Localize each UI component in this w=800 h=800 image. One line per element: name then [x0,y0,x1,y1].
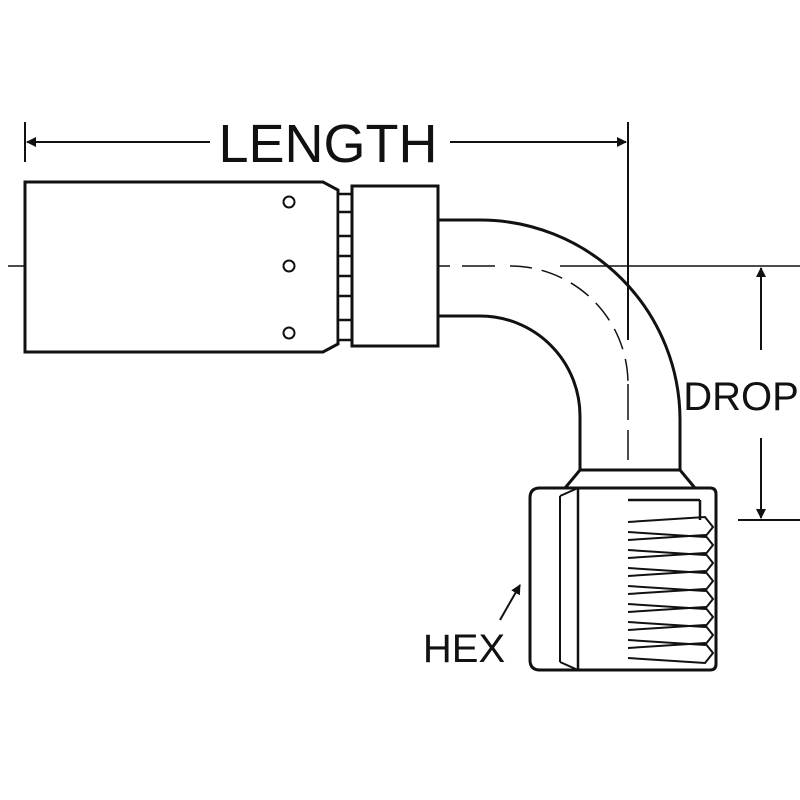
elbow-tube [438,218,682,470]
collar [350,184,440,348]
crimp-hole-bottom [282,326,296,340]
crimp-hole-top [282,195,296,209]
nut-flange [561,468,699,490]
nut-threads [627,515,715,665]
ferrule [23,180,340,354]
ribbed-neck [336,192,354,342]
crimp-hole-middle [282,259,296,273]
hex-label: HEX [423,627,505,671]
length-label: LENGTH [218,114,437,174]
hex-leader [499,584,521,621]
hex-nut [528,486,718,672]
drop-dimension [738,267,800,521]
drop-label: DROP [683,375,799,419]
length-dimension [24,122,629,340]
